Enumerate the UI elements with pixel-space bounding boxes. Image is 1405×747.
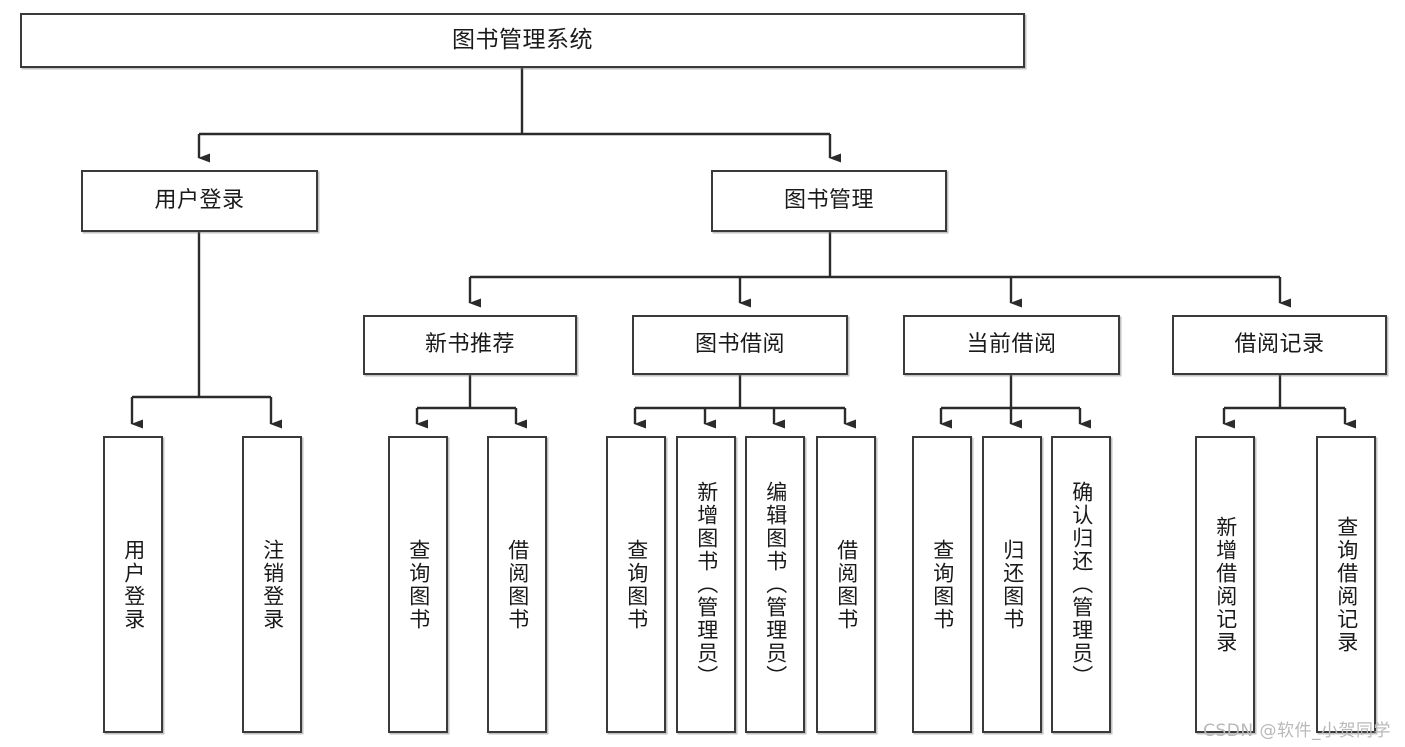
- node-label: 借阅记录: [1234, 331, 1325, 357]
- node-user-login[interactable]: 用户登录: [81, 170, 318, 232]
- node-leaf-return-book[interactable]: 归还图书: [982, 436, 1042, 733]
- node-leaf-query-book-2[interactable]: 查询图书: [606, 436, 666, 733]
- node-current-borrow[interactable]: 当前借阅: [903, 315, 1120, 375]
- node-leaf-edit-book[interactable]: 编辑图书（管理员）: [745, 436, 805, 733]
- node-label: 图书管理: [783, 187, 874, 213]
- node-leaf-query-record[interactable]: 查询借阅记录: [1316, 436, 1376, 733]
- node-label: 归还图书: [1000, 538, 1025, 631]
- node-label: 查询图书: [624, 538, 649, 631]
- node-label: 查询图书: [406, 538, 431, 631]
- node-book-manage[interactable]: 图书管理: [711, 170, 947, 232]
- node-label: 用户登录: [154, 187, 245, 213]
- node-label: 图书管理系统: [452, 27, 593, 54]
- node-label: 查询借阅记录: [1334, 515, 1359, 654]
- node-label: 新书推荐: [424, 331, 515, 357]
- node-label: 图书借阅: [694, 331, 785, 357]
- node-leaf-query-book-1[interactable]: 查询图书: [388, 436, 448, 733]
- node-label: 当前借阅: [966, 331, 1057, 357]
- node-label: 注销登录: [260, 538, 285, 631]
- node-label: 新增图书（管理员）: [694, 481, 719, 688]
- node-label: 用户登录: [121, 538, 146, 631]
- node-leaf-logout-login[interactable]: 注销登录: [242, 436, 302, 733]
- node-new-book-recommend[interactable]: 新书推荐: [363, 315, 577, 375]
- node-leaf-add-book[interactable]: 新增图书（管理员）: [676, 436, 736, 733]
- node-leaf-borrow-book-2[interactable]: 借阅图书: [816, 436, 876, 733]
- node-borrow-record[interactable]: 借阅记录: [1172, 315, 1387, 375]
- node-label: 确认归还（管理员）: [1069, 481, 1094, 688]
- node-label: 编辑图书（管理员）: [763, 481, 788, 688]
- node-leaf-user-login[interactable]: 用户登录: [103, 436, 163, 733]
- node-label: 借阅图书: [505, 538, 530, 631]
- node-leaf-confirm-return[interactable]: 确认归还（管理员）: [1051, 436, 1111, 733]
- node-label: 新增借阅记录: [1213, 515, 1238, 654]
- csdn-watermark: CSDN @软件_小贺同学: [1203, 721, 1391, 741]
- node-label: 查询图书: [930, 538, 955, 631]
- node-leaf-borrow-book-1[interactable]: 借阅图书: [487, 436, 547, 733]
- node-label: 借阅图书: [834, 538, 859, 631]
- node-leaf-add-record[interactable]: 新增借阅记录: [1195, 436, 1255, 733]
- node-book-management-system[interactable]: 图书管理系统: [20, 13, 1025, 68]
- node-leaf-query-book-3[interactable]: 查询图书: [912, 436, 972, 733]
- node-book-borrow[interactable]: 图书借阅: [632, 315, 848, 375]
